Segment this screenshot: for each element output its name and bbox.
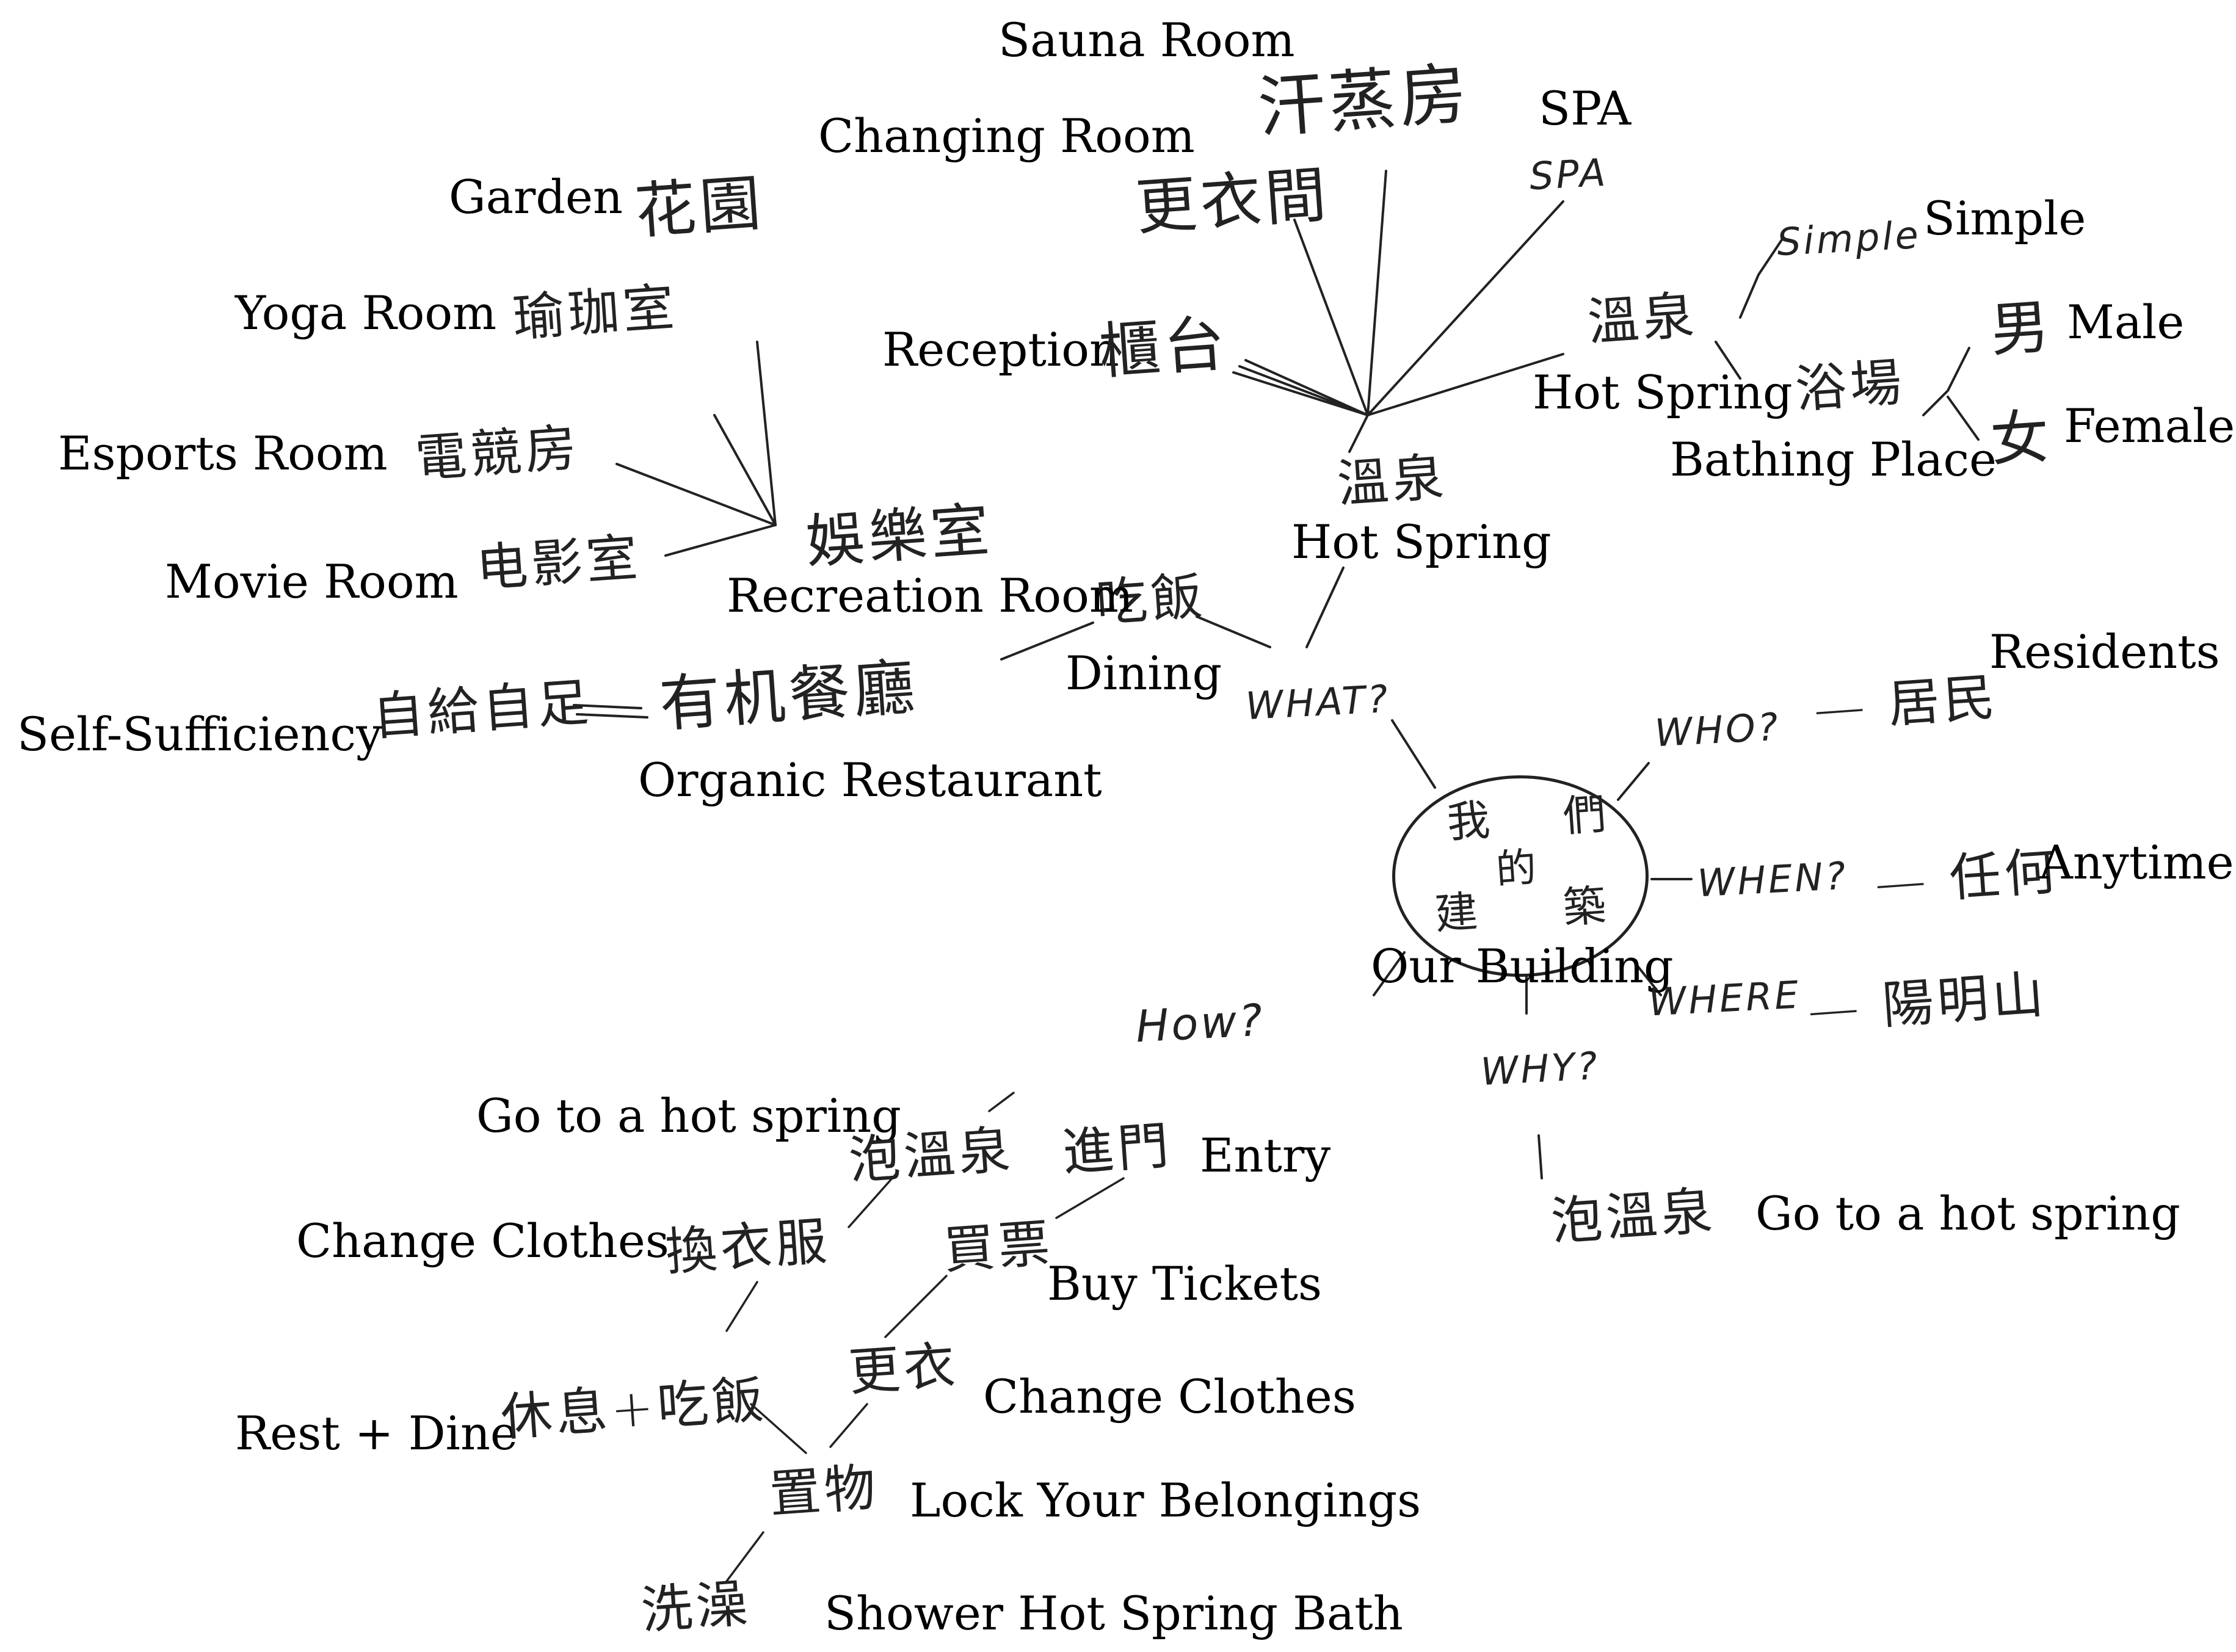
how-go-hw: 泡溫泉 bbox=[846, 1119, 1016, 1191]
where-hw: — 陽明山 bbox=[1806, 964, 2049, 1041]
when-label: Anytime bbox=[2039, 835, 2234, 889]
yoga-hw: 瑜珈室 bbox=[510, 277, 680, 349]
line-what-dining bbox=[1196, 615, 1271, 648]
dining-label: Dining bbox=[1065, 646, 1222, 700]
center-label: Our Building bbox=[1371, 939, 1674, 993]
self-hw: 自給自足 bbox=[371, 672, 594, 747]
question-where: WHERE bbox=[1647, 972, 1802, 1025]
sauna-hw: 汗蒸房 bbox=[1255, 54, 1473, 147]
spa-hw: SPA bbox=[1528, 150, 1609, 199]
movie-hw: 电影室 bbox=[474, 527, 644, 599]
pool-hw: 溫泉 bbox=[1585, 284, 1700, 353]
who-label: Residents bbox=[1989, 625, 2220, 679]
when-hw: — 任何 bbox=[1872, 841, 2061, 914]
changing-hw: 更衣間 bbox=[1133, 159, 1332, 244]
female-label: Female bbox=[2064, 399, 2235, 453]
esports-label: Esports Room bbox=[58, 426, 388, 480]
recreation-hw: 娛樂室 bbox=[804, 495, 995, 577]
male-label: Male bbox=[2067, 295, 2185, 349]
center-circle bbox=[1392, 775, 1649, 977]
restaurant-hw: 有机餐廳 bbox=[657, 651, 921, 741]
garden-hw: 花園 bbox=[633, 167, 767, 248]
how-clothes-label: Change Clothes bbox=[296, 1214, 669, 1268]
who-hw-text: 居民 bbox=[1886, 667, 2000, 734]
how-shower-hw: 洗澡 bbox=[639, 1573, 753, 1641]
yoga-label: Yoga Room bbox=[235, 286, 497, 340]
pool-label: Hot Spring bbox=[1533, 365, 1793, 419]
center-hw-5: 築 bbox=[1561, 880, 1611, 933]
restaurant-label: Organic Restaurant bbox=[638, 753, 1102, 807]
center-hw-1: 我 bbox=[1445, 794, 1495, 848]
where-hw-text: 陽明山 bbox=[1880, 964, 2049, 1036]
why-label: Go to a hot spring bbox=[1755, 1186, 2180, 1241]
simple-label: Simple bbox=[1923, 191, 2086, 245]
sauna-label: Sauna Room bbox=[998, 13, 1295, 67]
question-why: WHY? bbox=[1479, 1043, 1601, 1095]
center-hw-4: 建 bbox=[1433, 886, 1483, 940]
how-change-hw: 更衣 bbox=[846, 1335, 961, 1403]
bathing-hw: 浴場 bbox=[1793, 352, 1907, 420]
self-label: Self-Sufficiency bbox=[17, 707, 383, 761]
spa-label: SPA bbox=[1539, 81, 1632, 136]
male-hw: 男 bbox=[1988, 292, 2055, 365]
bathing-label: Bathing Place bbox=[1670, 432, 1997, 487]
how-entry-hw: 進門 bbox=[1060, 1115, 1175, 1183]
why-hw: 泡溫泉 bbox=[1548, 1180, 1718, 1252]
how-change-label: Change Clothes bbox=[983, 1369, 1356, 1424]
how-tickets-hw: 買票 bbox=[941, 1212, 1056, 1281]
center-hw-2: 們 bbox=[1561, 788, 1611, 842]
how-rest-label: Rest + Dine bbox=[235, 1406, 518, 1460]
line-hotspring-stem bbox=[1348, 414, 1369, 453]
question-when: WHEN? bbox=[1696, 853, 1849, 906]
changing-label: Changing Room bbox=[818, 109, 1195, 163]
line-why-down bbox=[1537, 1134, 1543, 1179]
movie-label: Movie Room bbox=[165, 554, 459, 609]
how-shower-label: Shower Hot Spring Bath bbox=[824, 1586, 1403, 1640]
how-clothes-hw: 換衣服 bbox=[663, 1211, 833, 1283]
how-tickets-label: Buy Tickets bbox=[1047, 1256, 1323, 1311]
reception-hw: 櫃台 bbox=[1097, 307, 1231, 388]
esports-hw: 電競房 bbox=[413, 417, 583, 489]
how-lock-hw: 置物 bbox=[767, 1457, 882, 1525]
how-lock-label: Lock Your Belongings bbox=[910, 1473, 1421, 1527]
recreation-label: Recreation Room bbox=[727, 568, 1133, 623]
question-who: WHO? bbox=[1653, 704, 1782, 756]
female-hw: 女 bbox=[1988, 402, 2055, 475]
garden-label: Garden bbox=[449, 170, 623, 224]
line-how bbox=[1373, 951, 1406, 996]
line-who bbox=[1617, 762, 1650, 801]
center-hw-3: 的 bbox=[1494, 843, 1542, 894]
line-what-hotspring bbox=[1305, 567, 1345, 648]
who-hw: — 居民 bbox=[1811, 667, 2000, 740]
simple-hw: Simple bbox=[1776, 212, 1922, 265]
question-how: How? bbox=[1134, 994, 1266, 1052]
line-what bbox=[1391, 719, 1436, 789]
line-where bbox=[1635, 963, 1662, 996]
hotspring-label: Hot Spring bbox=[1291, 515, 1552, 569]
reception-label: Reception bbox=[882, 322, 1119, 377]
question-what: WHAT? bbox=[1244, 676, 1392, 729]
how-go-label: Go to a hot spring bbox=[476, 1089, 901, 1143]
hotspring-hw: 溫泉 bbox=[1335, 446, 1450, 515]
how-entry-label: Entry bbox=[1200, 1128, 1331, 1183]
